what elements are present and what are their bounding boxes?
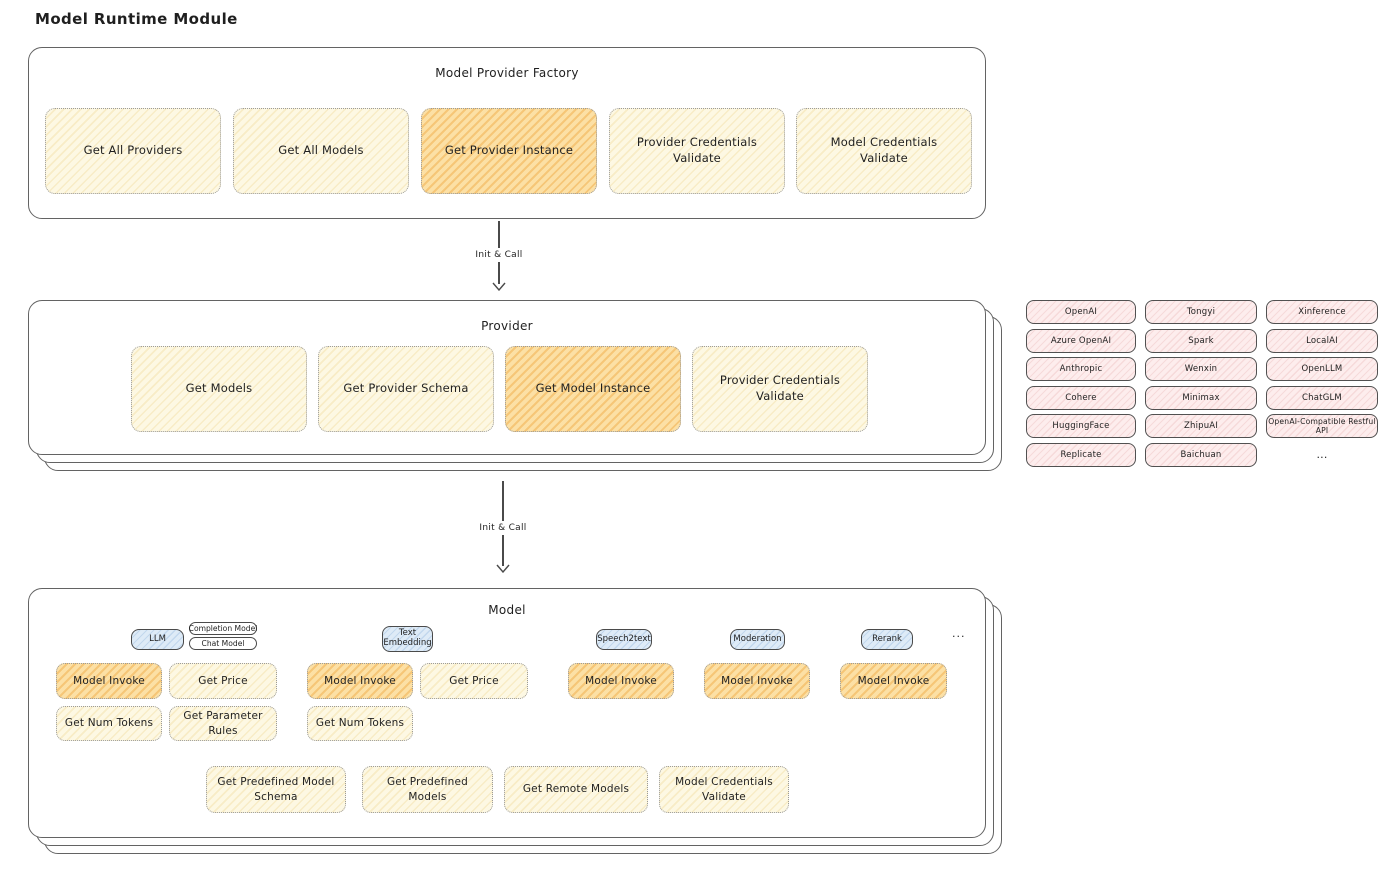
node-llm-get-parameter-rules: Get Parameter Rules: [169, 706, 277, 741]
node-get-provider-schema: Get Provider Schema: [318, 346, 494, 432]
model-stack: Model LLM Completion Model Chat Model Te…: [28, 588, 1004, 856]
tag-text-embedding: Text Embedding: [382, 626, 433, 652]
arrow-stem: [498, 221, 500, 248]
node-moderation-model-invoke: Model Invoke: [704, 663, 810, 699]
node-te-get-num-tokens: Get Num Tokens: [307, 706, 413, 741]
arrow-stem: [498, 262, 500, 284]
node-s2t-model-invoke: Model Invoke: [568, 663, 674, 699]
model-provider-factory-box: Model Provider Factory Get All Providers…: [28, 47, 986, 219]
node-llm-model-invoke: Model Invoke: [56, 663, 162, 699]
vendor-chip-wenxin: Wenxin: [1145, 357, 1257, 381]
vendor-chip-anthropic: Anthropic: [1026, 357, 1136, 381]
tag-rerank: Rerank: [861, 629, 913, 650]
node-te-model-invoke: Model Invoke: [307, 663, 413, 699]
node-get-remote-models: Get Remote Models: [504, 766, 648, 813]
node-model-credentials-validate-2: Model Credentials Validate: [659, 766, 789, 813]
arrow-head-icon: [496, 564, 510, 573]
node-te-get-price: Get Price: [420, 663, 528, 699]
vendor-chip-spark: Spark: [1145, 328, 1257, 353]
tag-llm: LLM: [131, 629, 184, 650]
arrow-provider-to-model: Init & Call: [468, 481, 538, 573]
tag-completion-model: Completion Model: [188, 622, 258, 635]
vendor-chip-openai: OpenAI: [1026, 300, 1136, 324]
provider-stack: Provider Get Models Get Provider Schema …: [28, 300, 1004, 473]
vendor-more-ellipsis: ...: [1316, 448, 1328, 461]
node-rerank-model-invoke: Model Invoke: [840, 663, 947, 699]
model-types-more-ellipsis: ...: [952, 627, 966, 640]
provider-box: Provider Get Models Get Provider Schema …: [28, 300, 986, 455]
vendor-chip-xinference: Xinference: [1266, 300, 1378, 324]
node-model-credentials-validate: Model Credentials Validate: [796, 108, 972, 194]
vendor-chip-huggingface: HuggingFace: [1026, 414, 1136, 438]
arrow-stem: [502, 535, 504, 566]
arrow-label: Init & Call: [475, 250, 523, 260]
node-provider-credentials-validate: Provider Credentials Validate: [609, 108, 785, 194]
node-get-all-models: Get All Models: [233, 108, 409, 194]
model-box: Model LLM Completion Model Chat Model Te…: [28, 588, 986, 838]
vendor-chip-chatglm: ChatGLM: [1266, 385, 1378, 410]
vendor-chip-baichuan: Baichuan: [1145, 442, 1257, 467]
vendor-list-panel: OpenAI Tongyi Xinference Azure OpenAI Sp…: [1026, 300, 1378, 467]
vendor-chip-localai: LocalAI: [1266, 328, 1378, 353]
tag-speech2text: Speech2text: [596, 629, 652, 650]
page-title: Model Runtime Module: [35, 10, 238, 28]
node-get-all-providers: Get All Providers: [45, 108, 221, 194]
node-get-predefined-models: Get Predefined Models: [362, 766, 493, 813]
vendor-chip-azure-openai: Azure OpenAI: [1026, 328, 1136, 353]
tag-chat-model: Chat Model: [189, 637, 257, 650]
node-get-models: Get Models: [131, 346, 307, 432]
vendor-chip-tongyi: Tongyi: [1145, 300, 1257, 324]
tag-moderation: Moderation: [730, 629, 785, 650]
vendor-chip-openai-compatible: OpenAI-Compatible Restful API: [1266, 414, 1378, 438]
provider-title: Provider: [481, 319, 533, 333]
node-llm-get-num-tokens: Get Num Tokens: [56, 706, 162, 741]
vendor-chip-zhipuai: ZhipuAI: [1145, 414, 1257, 438]
arrow-factory-to-provider: Init & Call: [464, 221, 534, 291]
arrow-stem: [502, 481, 504, 521]
node-get-predefined-model-schema: Get Predefined Model Schema: [206, 766, 346, 813]
model-title: Model: [488, 603, 526, 617]
node-get-model-instance: Get Model Instance: [505, 346, 681, 432]
node-provider-credentials-validate-2: Provider Credentials Validate: [692, 346, 868, 432]
vendor-chip-openllm: OpenLLM: [1266, 357, 1378, 381]
arrow-head-icon: [492, 282, 506, 291]
node-get-provider-instance: Get Provider Instance: [421, 108, 597, 194]
vendor-chip-minimax: Minimax: [1145, 385, 1257, 410]
node-llm-get-price: Get Price: [169, 663, 277, 699]
arrow-label: Init & Call: [479, 523, 527, 533]
factory-title: Model Provider Factory: [435, 66, 579, 80]
vendor-chip-cohere: Cohere: [1026, 385, 1136, 410]
vendor-chip-replicate: Replicate: [1026, 442, 1136, 467]
